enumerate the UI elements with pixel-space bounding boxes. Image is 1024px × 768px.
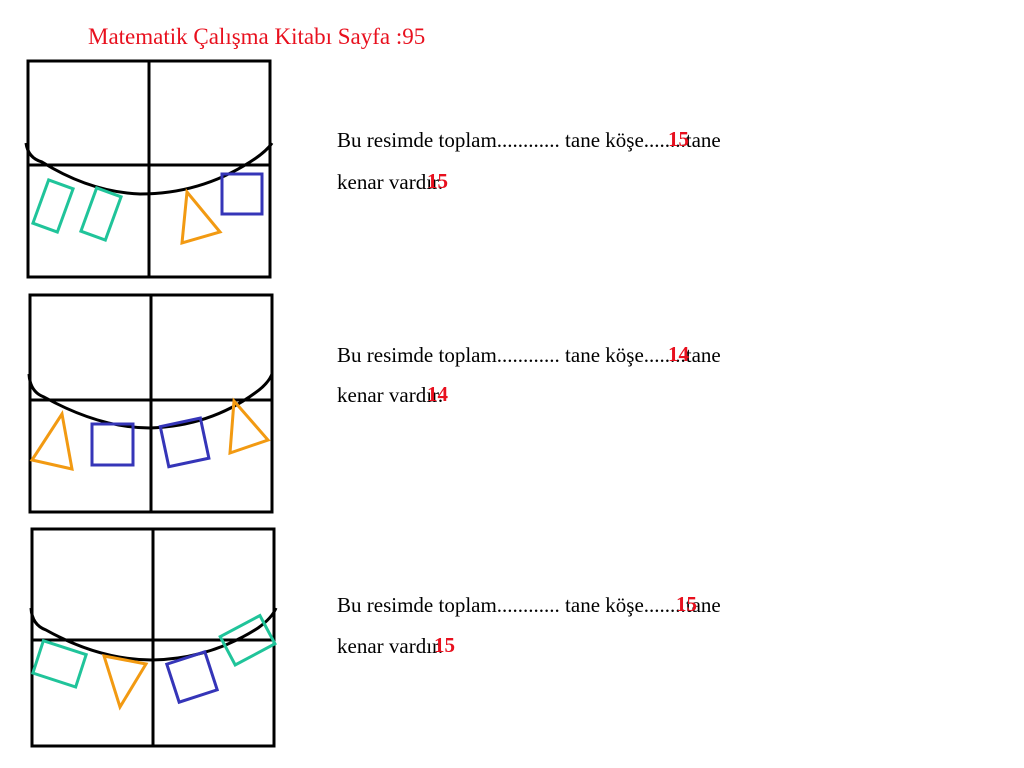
triangle-flag (180, 188, 223, 246)
exercise-3-edge-answer: 15 (434, 633, 455, 657)
square-flag (220, 172, 264, 216)
square-flag (90, 422, 135, 467)
exercise-2-edge-answer: 14 (427, 382, 448, 406)
exercise-1-edge-answer: 15 (427, 169, 448, 193)
rectangle-flag (218, 613, 277, 667)
exercise-1-corner-answer: 15 (668, 127, 689, 151)
triangle-flag (101, 654, 149, 711)
triangle-flag (29, 410, 74, 471)
exercise-2-line-1: Bu resimde toplam............ tane köşe.… (337, 343, 721, 367)
page-title: Matematik Çalışma Kitabı Sayfa :95 (88, 24, 426, 49)
bunting-string (29, 607, 278, 662)
rectangle-flag (30, 638, 89, 689)
bunting-string (27, 373, 274, 430)
exercise-3-line-2: kenar vardır. (337, 634, 444, 658)
exercise-2-line-2: kenar vardır. (337, 383, 444, 407)
exercise-2-corner-answer: 14 (668, 342, 689, 366)
rectangle-flag (30, 178, 76, 234)
exercise-3-line-1: Bu resimde toplam............ tane köşe.… (337, 593, 721, 617)
square-flag (164, 649, 220, 705)
exercise-1-line-1: Bu resimde toplam............ tane köşe.… (337, 128, 721, 152)
bunting-string (24, 142, 274, 196)
square-flag (158, 416, 211, 469)
triangle-flag (228, 397, 271, 456)
exercise-1-line-2: kenar vardır. (337, 170, 444, 194)
rectangle-flag (78, 186, 124, 242)
exercise-3-corner-answer: 15 (676, 592, 697, 616)
